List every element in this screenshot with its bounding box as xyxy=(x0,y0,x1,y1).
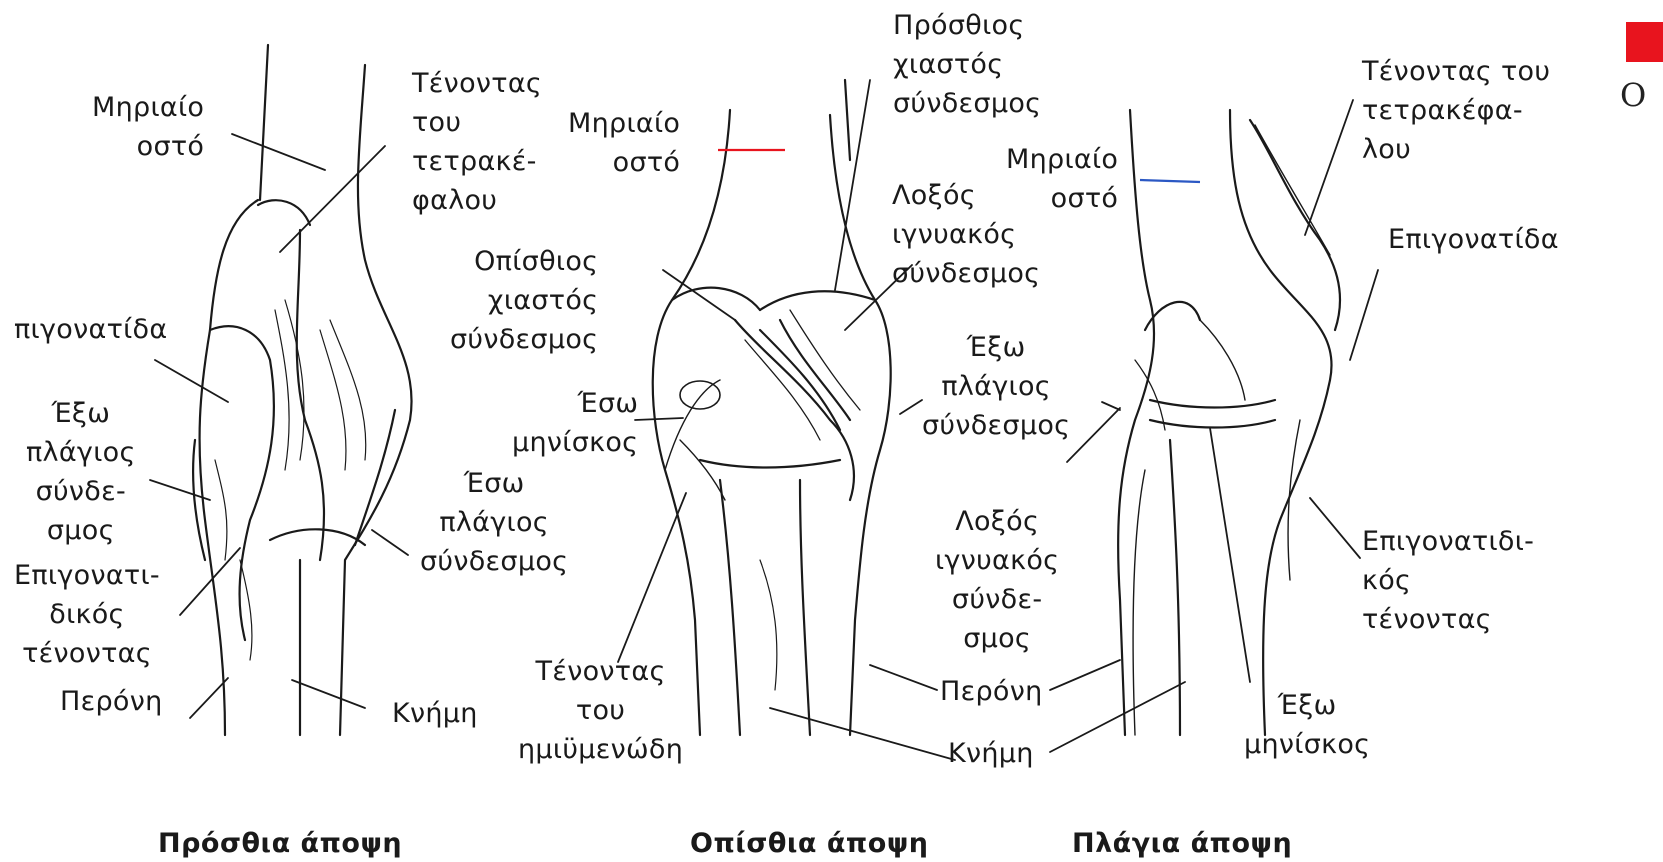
lateral-patella-label: Επιγονατίδα xyxy=(1388,220,1559,259)
posterior-knee-drawing xyxy=(653,80,891,735)
anterior-tibia-label: Κνήμη xyxy=(392,694,478,733)
posterior-view-caption: Οπίσθια άποψη xyxy=(690,828,929,859)
femur-pointer-blue xyxy=(1140,180,1200,182)
posterior-tibia-label: Κνήμη xyxy=(948,734,1034,773)
posterior-fibula-label: Περόνη xyxy=(940,672,1043,711)
lateral-view-caption: Πλάγια άποψη xyxy=(1072,828,1292,859)
red-marker-box xyxy=(1626,22,1663,62)
anterior-patella-label: πιγονατίδα xyxy=(14,310,167,349)
lateral-knee-drawing xyxy=(1118,110,1340,735)
anterior-view-caption: Πρόσθια άποψη xyxy=(158,828,402,859)
anterior-fibula-label: Περόνη xyxy=(60,682,163,721)
cropped-corner-text: Ο xyxy=(1620,76,1646,114)
anterior-knee-drawing xyxy=(193,45,412,735)
